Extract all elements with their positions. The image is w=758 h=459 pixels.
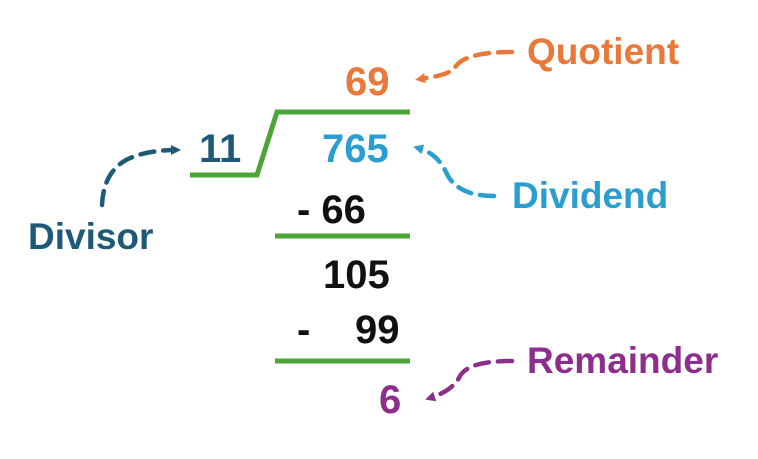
step2-minus-sign: - xyxy=(297,308,311,352)
quotient-arrow xyxy=(415,49,515,84)
dividend-label: Dividend xyxy=(512,175,669,216)
divisor-value: 11 xyxy=(199,127,242,171)
division-bracket xyxy=(190,109,410,178)
step2-subtrahend: 99 xyxy=(355,308,400,352)
dividend-value: 765 xyxy=(322,127,389,171)
remainder-value: 6 xyxy=(379,378,402,422)
divisor-arrow xyxy=(99,145,181,208)
step1-difference: 105 xyxy=(323,253,390,297)
divisor-label: Divisor xyxy=(28,216,154,257)
dividend-arrow xyxy=(413,144,497,199)
remainder-arrow xyxy=(425,358,515,402)
quotient-label: Quotient xyxy=(527,31,680,72)
quotient-value: 69 xyxy=(345,60,390,104)
step1-subtrahend: - 66 xyxy=(297,188,366,232)
remainder-label: Remainder xyxy=(527,340,719,381)
